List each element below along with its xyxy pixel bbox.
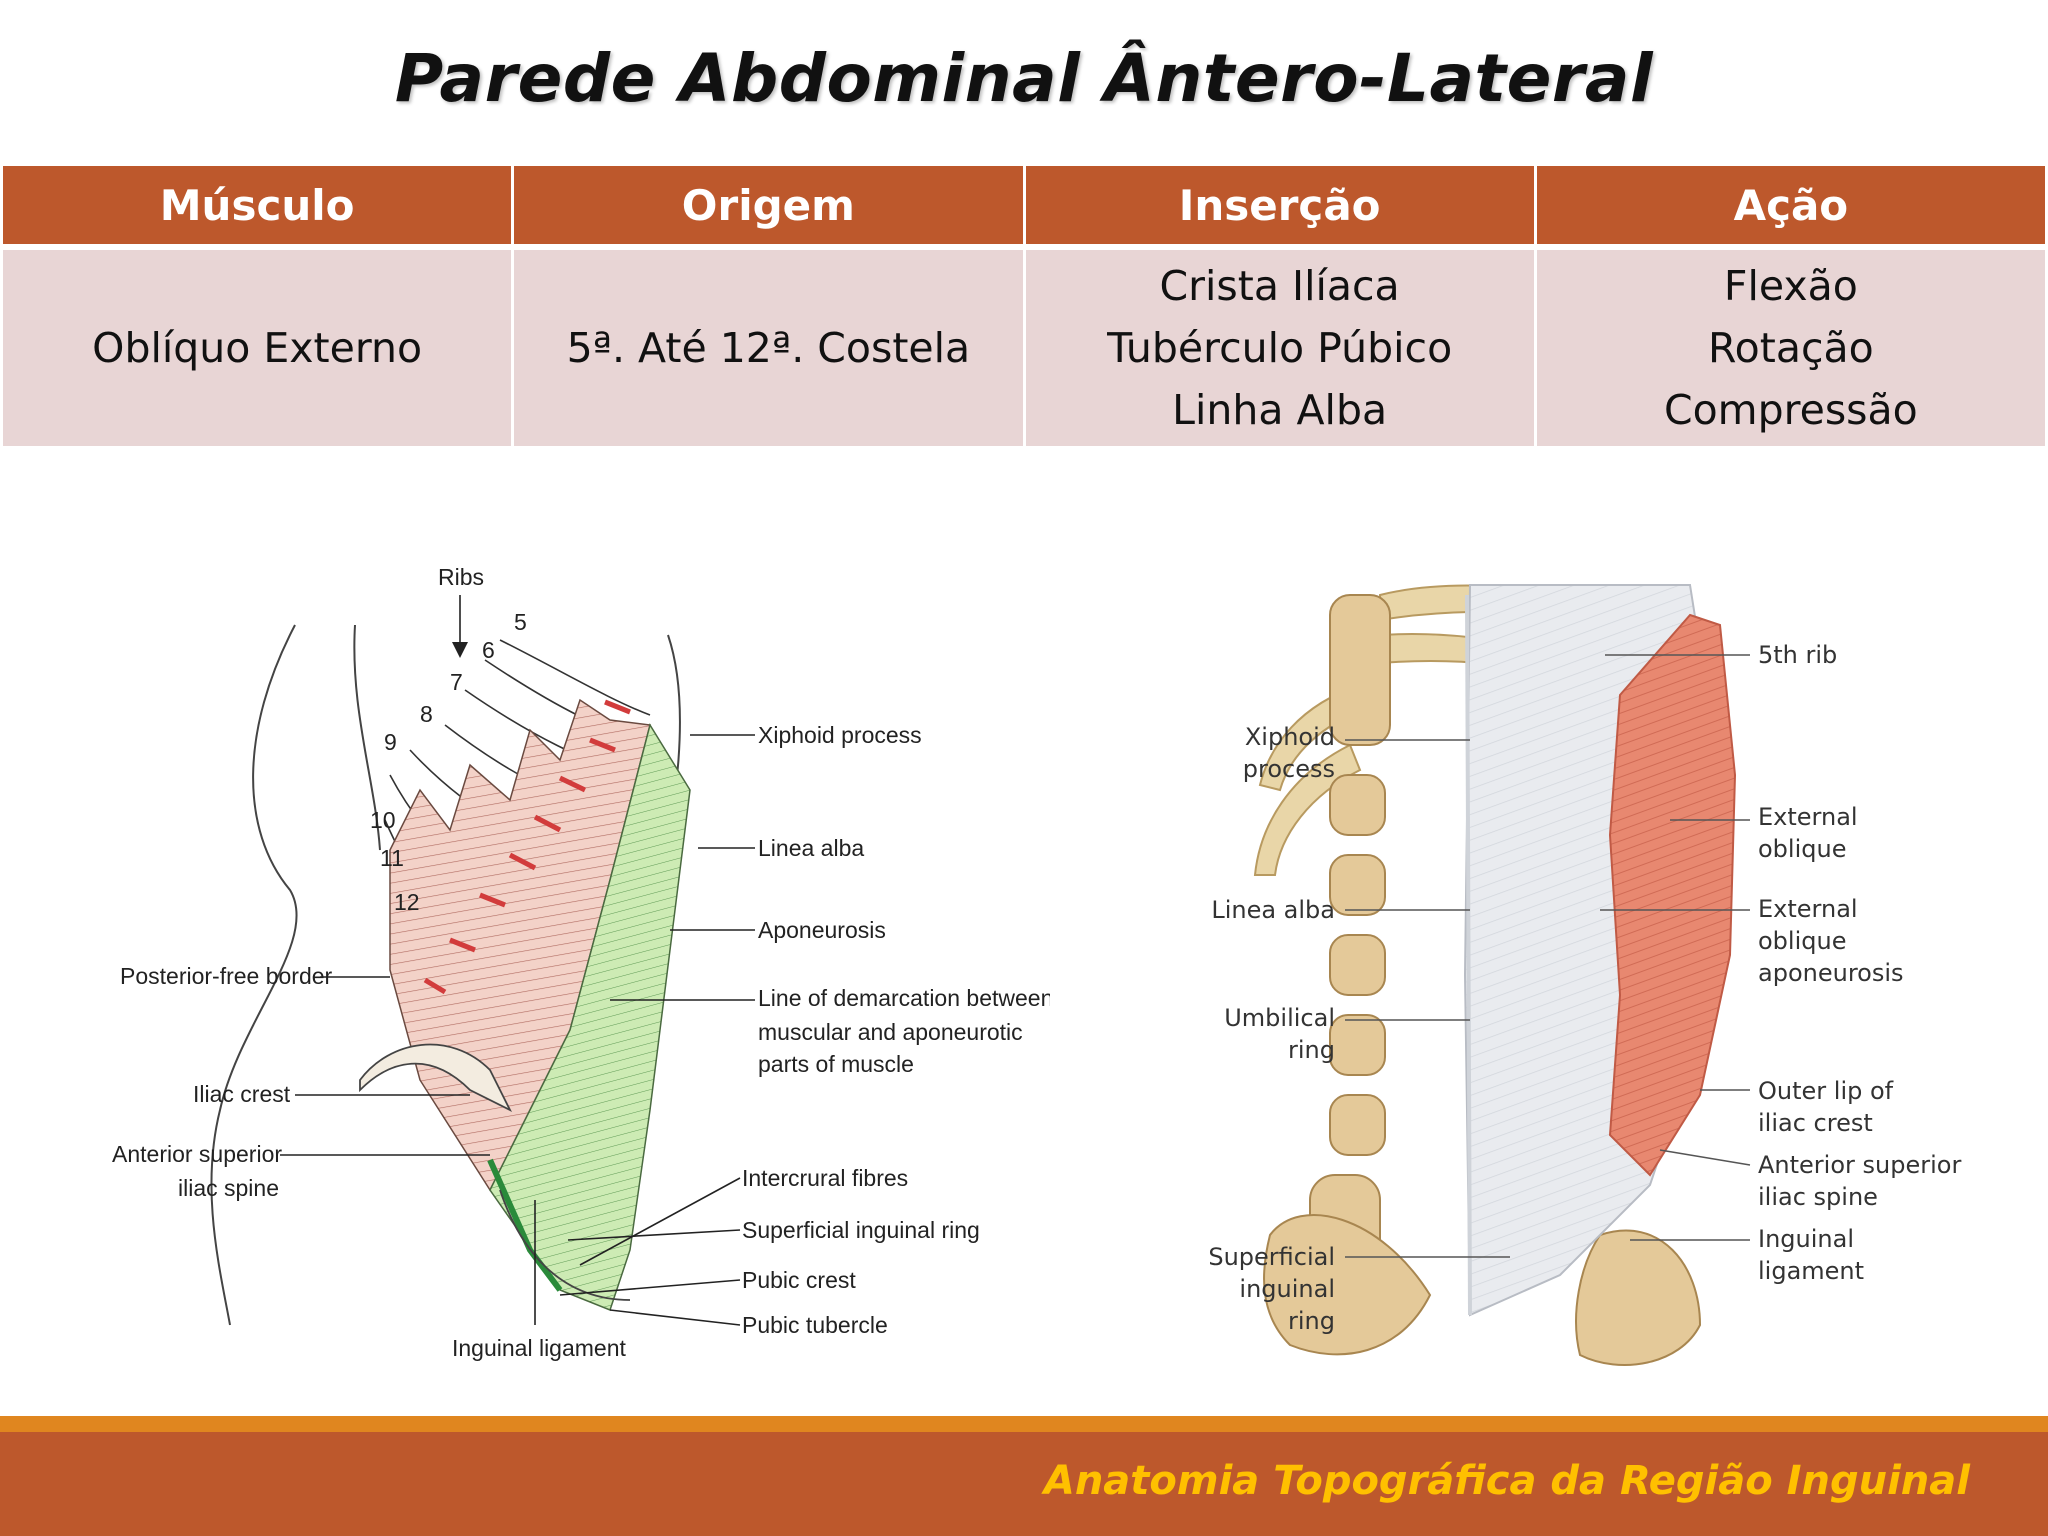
label-inguinal-ligament: Inguinal ligament — [452, 1335, 627, 1361]
label-asis-1: Anterior superior — [112, 1141, 282, 1167]
external-oblique-line-drawing: 5 6 7 8 9 10 11 12 Ribs Xiphoid process … — [112, 564, 1050, 1361]
label-pubic-crest: Pubic crest — [742, 1267, 856, 1293]
label-aponeurosis-1: External — [1758, 895, 1858, 923]
label-aponeurosis-3: aponeurosis — [1758, 959, 1904, 987]
rib-number-8: 8 — [420, 701, 433, 727]
header-insertion: Inserção — [1022, 166, 1537, 250]
label-xiphoid-process: Xiphoid process — [758, 722, 922, 748]
label-superficial-inguinal-ring: Superficial inguinal ring — [742, 1217, 980, 1243]
label-demarcation-3: parts of muscle — [758, 1051, 914, 1077]
label-pubic-tubercle: Pubic tubercle — [742, 1312, 888, 1338]
slide-title: Parede Abdominal Ântero-Lateral — [394, 40, 1654, 117]
label-demarcation-2: muscular and aponeurotic — [758, 1019, 1023, 1045]
spine — [1309, 594, 1391, 1286]
back-contour — [353, 624, 381, 851]
label-iliac-crest: Iliac crest — [193, 1081, 291, 1107]
insertion-line-2: Tubérculo Púbico — [1107, 324, 1453, 372]
footer-stripe — [0, 1416, 2048, 1432]
label-superficial-ring-r-3: ring — [1288, 1307, 1335, 1335]
cell-insertion: Crista Ilíaca Tubérculo Púbico Linha Alb… — [1022, 247, 1537, 446]
label-xiphoid-r-1: Xiphoid — [1245, 723, 1335, 751]
external-oblique-illustration: 5th rib External oblique External obliqu… — [1208, 584, 1961, 1366]
right-figure-leaders — [1345, 654, 1751, 1258]
label-inguinal-ligament-r-1: Inguinal — [1758, 1225, 1854, 1253]
rib-number-7: 7 — [450, 669, 463, 695]
rib-number-5: 5 — [514, 609, 527, 635]
action-line-3: Compressão — [1663, 386, 1918, 434]
label-demarcation-1: Line of demarcation between — [758, 985, 1050, 1011]
header-muscle: Músculo — [0, 166, 515, 250]
label-external-oblique-2: oblique — [1758, 835, 1846, 863]
cell-origin: 5ª. Até 12ª. Costela — [511, 247, 1026, 446]
linea-alba-line — [1465, 594, 1472, 1316]
cell-muscle: Oblíquo Externo — [0, 247, 515, 446]
iliac-crest-shape — [359, 1043, 513, 1113]
label-aponeurosis-2: oblique — [1758, 927, 1846, 955]
footer-title: Anatomia Topográfica da Região Inguinal — [1043, 1458, 1970, 1504]
label-aponeurosis: Aponeurosis — [758, 917, 886, 943]
label-asis-2: iliac spine — [178, 1175, 279, 1201]
rib-origins — [423, 699, 631, 995]
rib-number-6: 6 — [482, 637, 495, 663]
pubic-contour — [499, 1189, 631, 1301]
rib-number-11: 11 — [380, 845, 404, 871]
label-superficial-ring-r-1: Superficial — [1208, 1243, 1335, 1271]
label-outer-lip-1: Outer lip of — [1758, 1077, 1894, 1105]
label-external-oblique-1: External — [1758, 803, 1858, 831]
header-origin: Origem — [511, 166, 1026, 250]
cell-action: Flexão Rotação Compressão — [1533, 247, 2048, 446]
body-contour — [210, 624, 298, 1326]
label-linea-alba-r: Linea alba — [1211, 896, 1335, 924]
label-intercrural-fibres: Intercrural fibres — [742, 1165, 908, 1191]
label-ribs: Ribs — [438, 564, 484, 590]
external-oblique-muscle — [1608, 613, 1737, 1177]
label-umbilical-ring-1: Umbilical — [1224, 1004, 1335, 1032]
label-xiphoid-r-2: process — [1243, 755, 1335, 783]
insertion-line-3: Linha Alba — [1172, 386, 1388, 434]
label-outer-lip-2: iliac crest — [1758, 1109, 1873, 1137]
insertion-line-1: Crista Ilíaca — [1159, 262, 1400, 310]
rib-number-10: 10 — [370, 807, 396, 833]
pelvis-left — [1263, 1214, 1432, 1356]
label-asis-r-1: Anterior superior — [1758, 1151, 1961, 1179]
left-figure-leaders — [280, 734, 755, 1326]
label-asis-r-2: iliac spine — [1758, 1183, 1878, 1211]
rib-number-9: 9 — [384, 729, 397, 755]
pelvis-right — [1575, 1229, 1702, 1366]
action-line-2: Rotação — [1708, 324, 1874, 372]
label-posterior-free-border: Posterior-free border — [120, 963, 333, 989]
label-umbilical-ring-2: ring — [1288, 1036, 1335, 1064]
label-inguinal-ligament-r-2: ligament — [1758, 1257, 1864, 1285]
muscle-table: Músculo Origem Inserção Ação Oblíquo Ext… — [0, 166, 2048, 446]
footer-bar: Anatomia Topográfica da Região Inguinal — [0, 1432, 2048, 1536]
label-linea-alba: Linea alba — [758, 835, 864, 861]
label-superficial-ring-r-2: inguinal — [1239, 1275, 1335, 1303]
action-line-1: Flexão — [1723, 262, 1858, 310]
ribs-arrow-head — [452, 642, 468, 658]
table-row: Oblíquo Externo 5ª. Até 12ª. Costela Cri… — [0, 247, 2048, 446]
rib-number-12: 12 — [394, 889, 420, 915]
label-5th-rib: 5th rib — [1758, 641, 1837, 669]
table-header-row: Músculo Origem Inserção Ação — [0, 166, 2048, 250]
header-action: Ação — [1533, 166, 2048, 250]
